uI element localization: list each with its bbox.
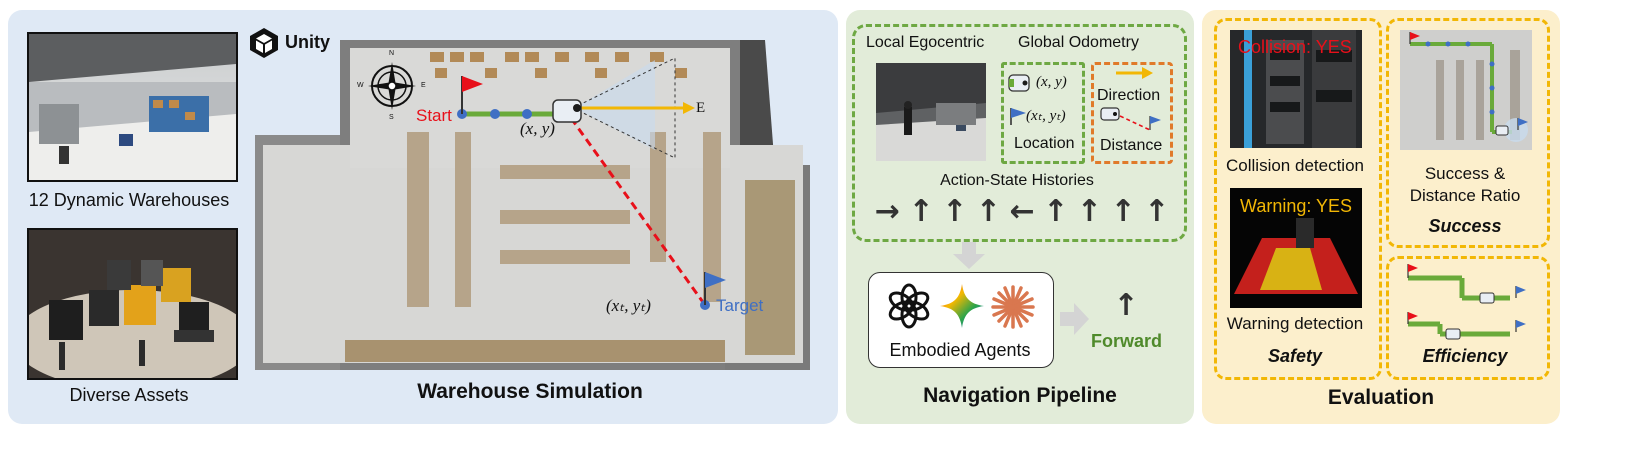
global-odometry-label: Global Odometry: [1018, 34, 1139, 51]
safety-box: [1214, 18, 1382, 380]
safety-label: Safety: [1267, 346, 1323, 366]
success-map-image: [1400, 30, 1532, 150]
success-box: [1386, 18, 1550, 248]
history-arrow-icon: ↑: [1076, 194, 1102, 229]
egocentric-view: [876, 63, 986, 161]
direction-arrow-icon: [1114, 66, 1154, 80]
gemini-star-icon: [938, 282, 986, 330]
warehouse-map: [255, 40, 820, 370]
openai-logo-icon: [886, 283, 932, 329]
warning-caption: Warning detection: [1226, 314, 1364, 333]
photo1-caption: 12 Dynamic Warehouses: [28, 190, 230, 210]
location-box: [1001, 62, 1085, 164]
warning-overlay-text: Warning: YES: [1240, 196, 1353, 216]
collision-caption: Collision detection: [1226, 156, 1364, 175]
target-label: Target: [716, 296, 764, 315]
compass-icon: [364, 58, 420, 114]
location-label: Location: [1014, 135, 1075, 152]
efficiency-paths-image: [1400, 262, 1532, 342]
efficiency-box: [1386, 256, 1550, 380]
efficiency-label: Efficiency: [1422, 346, 1508, 366]
history-arrow-icon: ↑: [908, 194, 934, 229]
unity-label: Unity: [285, 32, 330, 52]
forward-arrow-icon: ↑: [1113, 288, 1139, 323]
observation-box: [852, 24, 1187, 242]
compass-w: W: [357, 82, 364, 89]
location-agent-xy: (x, y): [1036, 74, 1067, 90]
pipeline-title: Navigation Pipeline: [923, 384, 1117, 407]
target-flag-icon: [1008, 106, 1028, 126]
warehouse-photo-image: [29, 34, 236, 180]
history-arrow-row: → ↑ ↑ ↑ ← ↑ ↑ ↑ ↑: [872, 194, 1172, 230]
east-label: E: [696, 100, 706, 116]
right-flow-arrow-icon: [1060, 302, 1090, 336]
unity-logo-icon: [248, 27, 280, 59]
assets-photo-image: [29, 230, 236, 378]
agent-position-label: (x, y): [520, 119, 555, 138]
start-label: Start: [416, 106, 452, 125]
robot-icon: [1008, 74, 1030, 92]
history-arrow-icon: →: [874, 194, 900, 229]
warning-image: [1230, 188, 1362, 308]
histories-label: Action-State Histories: [940, 172, 1094, 189]
compass-n: N: [389, 50, 395, 57]
collision-overlay-text: Collision: YES: [1238, 37, 1352, 57]
compass-e: E: [421, 82, 426, 89]
agents-label: Embodied Agents: [889, 340, 1031, 360]
compass-s: S: [389, 114, 394, 121]
assets-photo: [27, 228, 238, 380]
history-arrow-icon: ↑: [1043, 194, 1069, 229]
history-arrow-icon: ↑: [942, 194, 968, 229]
history-arrow-icon: ↑: [975, 194, 1001, 229]
success-caption-line1: Success &: [1424, 164, 1506, 183]
history-arrow-icon: ↑: [1110, 194, 1136, 229]
down-flow-arrow-icon: [951, 242, 987, 270]
local-egocentric-label: Local Egocentric: [866, 34, 985, 51]
distance-line-icon: [1100, 106, 1162, 134]
history-arrow-icon: ←: [1009, 194, 1035, 229]
success-label: Success: [1428, 216, 1502, 236]
target-position-label: (xₜ, yₜ): [606, 296, 651, 315]
success-caption-line2: Distance Ratio: [1409, 186, 1521, 205]
claude-burst-icon: [990, 284, 1036, 330]
warehouse-photo: [27, 32, 238, 182]
direction-distance-box: [1091, 62, 1173, 164]
forward-label: Forward: [1091, 331, 1163, 351]
simulation-title: Warehouse Simulation: [417, 380, 643, 403]
distance-label: Distance: [1100, 137, 1163, 154]
location-target-xy: (xₜ, yₜ): [1026, 108, 1066, 124]
direction-label: Direction: [1097, 87, 1161, 104]
evaluation-title: Evaluation: [1327, 386, 1435, 409]
history-arrow-icon: ↑: [1144, 194, 1170, 229]
collision-image: [1230, 30, 1362, 148]
photo2-caption: Diverse Assets: [69, 385, 189, 405]
